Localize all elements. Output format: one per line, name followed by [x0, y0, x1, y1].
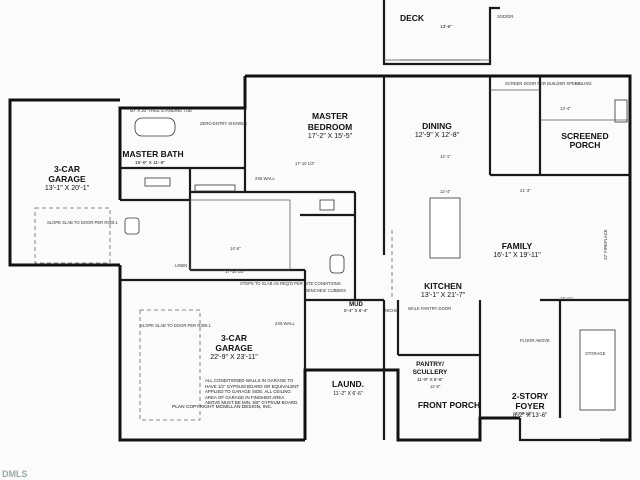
family-name: FAMILY	[502, 241, 533, 251]
pantry-name2: SCULLERY	[413, 369, 448, 376]
dim-label: 17'-11"	[560, 296, 573, 301]
screen-door-note: SCREEN DOOR PER BUILDER SPECS.	[505, 81, 582, 86]
front-porch-name: FRONT PORCH	[418, 400, 480, 410]
fireplace-note: 42" FIREPLACE	[603, 229, 608, 260]
master-bedroom-dim: 17'-2" X 15'-5"	[308, 133, 353, 140]
slope-left-note: SLOPE SLAB TO DOOR PER R309.1	[47, 220, 119, 225]
foyer-name2: FOYER	[515, 401, 544, 411]
dim-label: 12'-1"	[440, 154, 451, 159]
kitchen-name: KITCHEN	[424, 281, 462, 291]
pantry-dim: 11'-9" X 5'-6"	[417, 377, 443, 382]
niche-note: NICHE	[385, 308, 398, 313]
family-dim: 16'-1" X 19'-11"	[493, 252, 541, 259]
benches-note: BENCHES/ CUBBIES	[305, 288, 346, 293]
zero-entry-note: ZERO-ENTRY SHOWER	[200, 121, 247, 126]
dim-label: 2X6 WALL	[275, 321, 296, 326]
master-bath-dim: 15'-8" X 11'-9"	[135, 160, 165, 166]
dim-label: 17'-10 1/2"	[225, 269, 245, 274]
garage-left-name: 3-CAR	[54, 164, 80, 174]
foyer-dim: 8'-2" X 13'-6"	[513, 413, 548, 419]
dim-label: 13'-4"	[560, 106, 571, 111]
mud-dim: 5'-4" X 6'-4"	[344, 308, 368, 313]
room-labels: DECK 13'-9" MASTER BEDROOM 17'-2" X 15'-…	[45, 13, 609, 419]
storage-note: STORAGE	[585, 351, 606, 356]
interior-walls	[120, 76, 630, 440]
copyright-note: PLAN COPYRIGHT MCMILLAN DESIGN, INC.	[172, 404, 272, 410]
dim-label: 21'-3"	[520, 188, 531, 193]
dim-label: 12'-4"	[440, 189, 451, 194]
sod-note: SOD/DR.	[497, 14, 514, 19]
garage-main-dim: 22'-9" X 23'-11"	[210, 354, 258, 361]
screened-porch-name-2: PORCH	[570, 140, 601, 150]
garage-note-box: ALL CONDITIONED WALLS IN GARAGE TO HAVE …	[205, 378, 300, 406]
mud-name: MUD	[349, 302, 363, 308]
dim-label: 13'-9 1/2"	[515, 411, 533, 416]
dining-dim: 12'-9" X 12'-8"	[415, 132, 460, 139]
steps-note: STEPS TO SLAB AS REQ'D PER SITE CONDITIO…	[240, 281, 341, 286]
garage-note: ALL CONDITIONED WALLS IN GARAGE TO HAVE …	[205, 378, 300, 406]
dim-label: 2X6 WALL	[255, 176, 276, 181]
master-bedroom-name-2: BEDROOM	[308, 122, 352, 132]
dining-name: DINING	[422, 121, 452, 131]
garage-left-dim: 13'-1" X 20'-1"	[45, 185, 90, 192]
plan-notes: SOD/DR. SCREEN DOOR PER BUILDER SPECS. R…	[2, 14, 608, 479]
linen-note: LINEN	[175, 263, 187, 268]
master-bedroom-name-1: MASTER	[312, 111, 348, 121]
dim-label: 17'-10 1/2"	[295, 161, 315, 166]
garage-main-name: 3-CAR	[221, 333, 247, 343]
walk-pantry-note: WALK PANTRY DOOR	[408, 306, 451, 311]
dim-label: 11'-9"	[430, 384, 441, 389]
deck-name: DECK	[400, 13, 425, 23]
deck-dim: 13'-9"	[440, 24, 452, 29]
railing-note: RAILING	[575, 81, 592, 86]
foyer-name: 2-STORY	[512, 391, 549, 401]
laund-name: LAUND.	[332, 379, 364, 389]
fixtures	[34, 59, 630, 421]
dimension-labels: 17'-10 1/2" 12'-1" 13'-4" 21'-3" 12'-4" …	[225, 106, 573, 416]
watermark-text: DMLS	[2, 469, 28, 479]
screened-porch-name-1: SCREENED	[561, 131, 608, 141]
laund-dim: 11'-2" X 6'-6"	[333, 391, 363, 397]
slope-main-note: SLOPE SLAB TO DOOR PER R309.1	[140, 323, 212, 328]
pantry-name: PANTRY/	[416, 361, 444, 368]
kitchen-dim: 13'-1" X 21'-7"	[421, 292, 466, 299]
floor-above-note: FLOOR ABOVE	[520, 338, 550, 343]
master-bath-name: MASTER BATH	[122, 149, 183, 159]
standing-tub-note: 60" X 30" FREE STANDING TUB	[130, 108, 192, 113]
garage-left-name2: GARAGE	[48, 174, 86, 184]
dim-label: 14'-6"	[230, 246, 241, 251]
garage-main-name2: GARAGE	[215, 343, 253, 353]
